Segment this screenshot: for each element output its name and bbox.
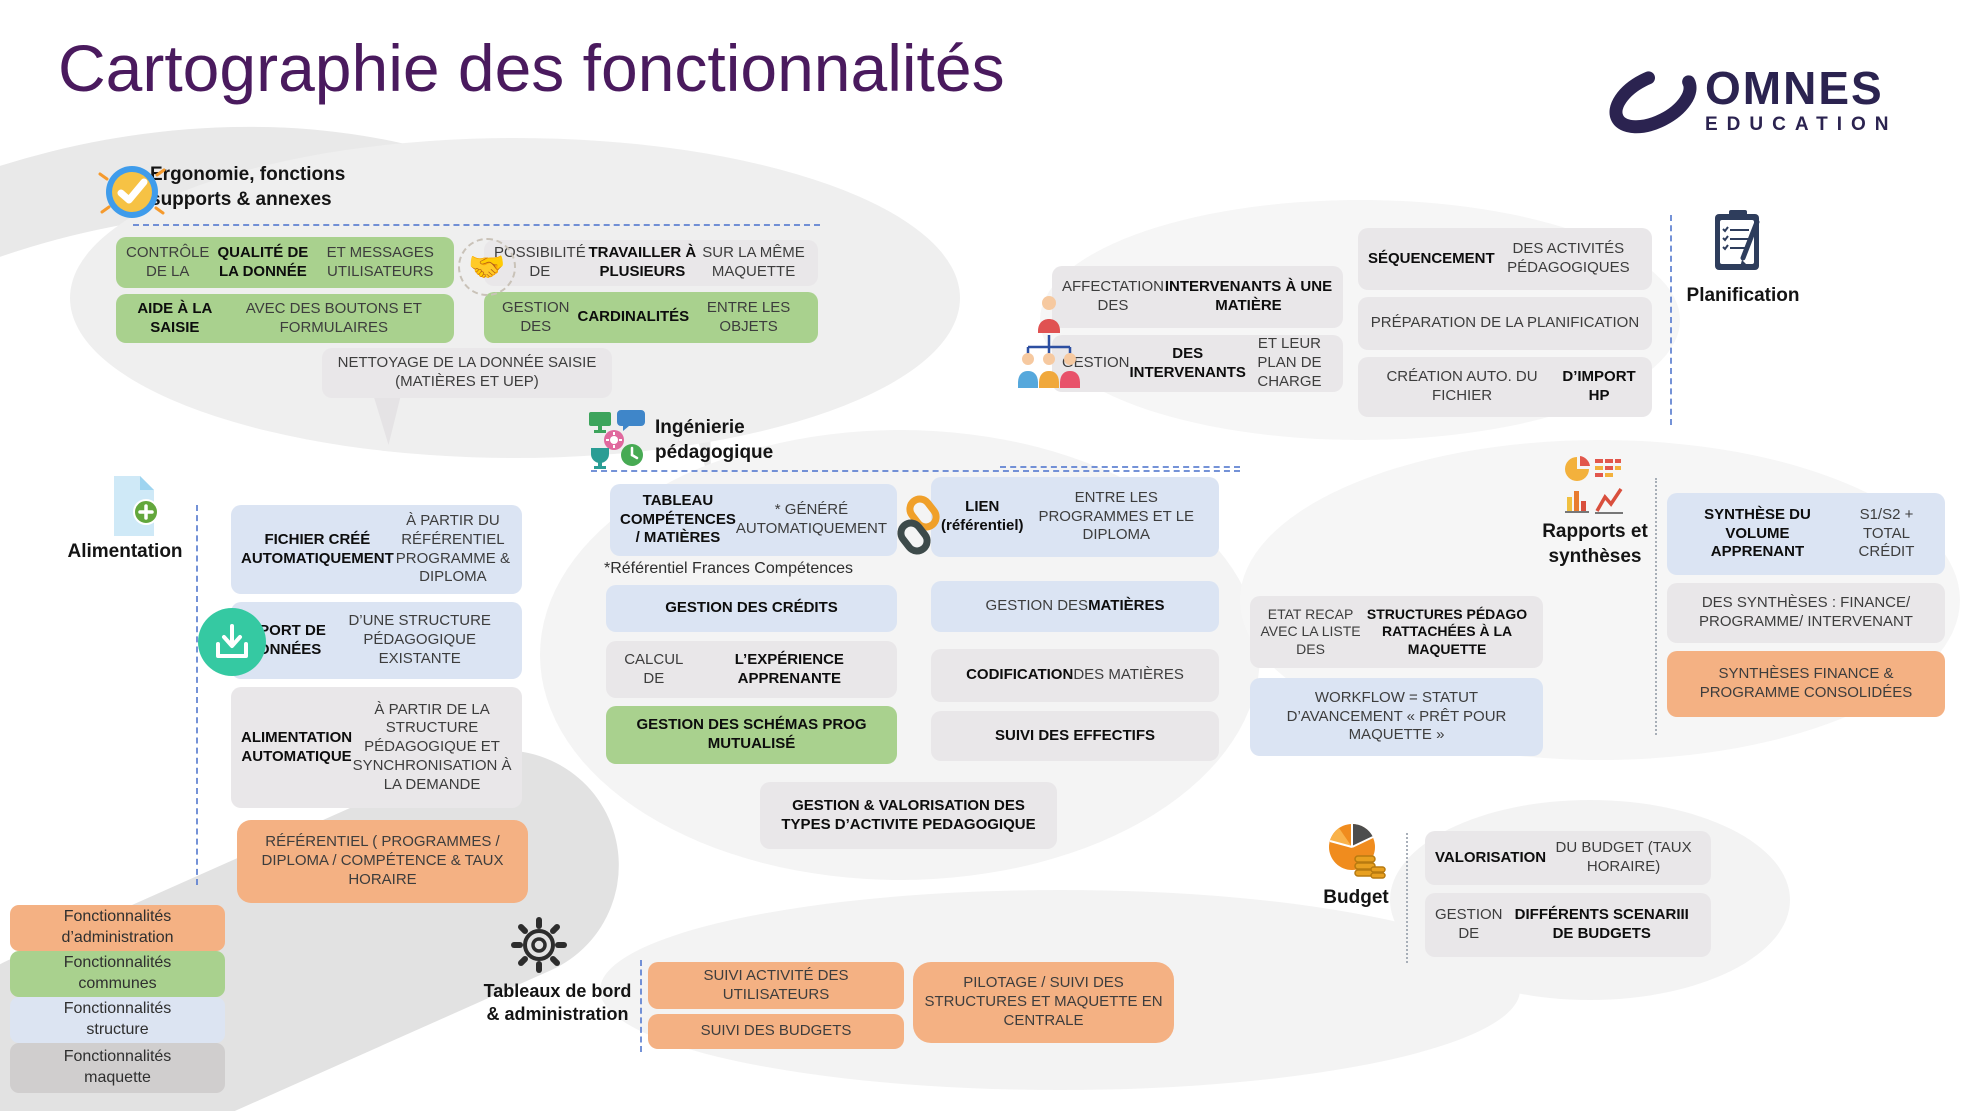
planification-cluster-label: Planification [1686,285,1800,306]
box-affectation-intervenants: AFFECTATION DES INTERVENANTS À UNE MATIÈ… [1052,266,1343,328]
logo-brand: OMNES [1705,62,1884,114]
page-title: Cartographie des fonctionnalités [58,31,1005,105]
box-gestion-matieres: GESTION DES MATIÈRES [931,581,1219,632]
hands-together-icon: 🤝 [458,238,516,296]
box-syntheses-finance: SYNTHÈSES FINANCE & PROGRAMME CONSOLIDÉE… [1667,651,1945,717]
pie-coins-icon [1325,820,1387,887]
ingenierie-separator [591,470,1240,472]
box-des-syntheses: DES SYNTHÈSES : FINANCE/ PROGRAMME/ INTE… [1667,583,1945,643]
box-nettoyage: NETTOYAGE DE LA DONNÉE SAISIE (MATIÈRES … [322,348,612,398]
rapports-separator [1655,478,1657,735]
box-alimentation-auto: ALIMENTATION AUTOMATIQUE À PARTIR DE LA … [231,687,522,808]
omnes-logo: OMNES EDUCATION [1605,50,1898,151]
box-gestion-intervenants: GESTION DES INTERVENANTS ET LEUR PLAN DE… [1052,335,1343,392]
recap-separator [1000,466,1240,468]
alimentation-cluster-label: Alimentation [67,541,183,562]
ergonomie-separator [133,224,820,226]
document-plus-icon [108,474,160,543]
box-gestion-credits: GESTION DES CRÉDITS [606,585,897,632]
box-preparation-planification: PRÉPARATION DE LA PLANIFICATION [1358,297,1652,350]
box-suivi-budgets: SUIVI DES BUDGETS [648,1014,904,1049]
box-workflow-statut: WORKFLOW = STATUT D’AVANCEMENT « PRÊT PO… [1250,678,1543,756]
footnote-referentiel: *Référentiel Frances Compétences [604,560,854,577]
link-icon [896,494,942,563]
omnes-swoosh-icon [1605,50,1701,151]
box-pilotage: PILOTAGE / SUIVI DES STRUCTURES ET MAQUE… [913,962,1174,1043]
box-fichier-cree: FICHIER CRÉÉ AUTOMATIQUEMENT À PARTIR DU… [231,505,522,594]
box-cardinalites: GESTION DES CARDINALITÉS ENTRE LES OBJET… [484,292,818,343]
box-lien-referentiel: LIEN (référentiel) ENTRE LES PROGRAMMES … [931,477,1219,557]
tableaux-separator [640,960,642,1052]
clipboard-icon [1711,208,1766,279]
logo-sub: EDUCATION [1705,114,1898,135]
box-suivi-activite: SUIVI ACTIVITÉ DES UTILISATEURS [648,962,904,1009]
box-tableau-competences: TABLEAU COMPÉTENCES / MATIÈRES* GÉNÉRÉ A… [610,484,897,556]
box-import-donnees: IMPORT DE DONNÉES D’UNE STRUCTURE PÉDAGO… [231,602,522,679]
box-calcul-experience: CALCUL DE L’EXPÉRIENCE APPRENANTE [606,641,897,698]
box-valorisation-budget: VALORISATION DU BUDGET (TAUX HORAIRE) [1425,831,1711,885]
budget-separator [1406,833,1408,963]
box-etat-recap: ETAT RECAP AVEC LA LISTE DES STRUCTURES … [1250,596,1543,668]
badge-check-icon [92,152,172,237]
org-chart-icon [1018,293,1080,393]
box-sequencement: SÉQUENCEMENT DES ACTIVITÉS PÉDAGOGIQUES [1358,228,1652,290]
charts-icon [1563,455,1625,522]
tableaux-cluster-label: Tableaux de bord& administration [483,981,632,1025]
box-valorisation-types: GESTION & VALORISATION DES TYPES D’ACTIV… [760,782,1057,849]
box-aide-saisie: AIDE À LA SAISIE AVEC DES BOUTONS ET FOR… [116,294,454,343]
pedagogy-icon [583,406,649,477]
box-creation-import-hp: CRÉATION AUTO. DU FICHIER D’IMPORT HP [1358,357,1652,417]
planification-separator [1670,215,1672,425]
box-controle-qualite: CONTRÔLE DE LA QUALITÉ DE LA DONNÉE ET M… [116,237,454,288]
box-schemas-prog: GESTION DES SCHÉMAS PROG MUTUALISÉ [606,706,897,764]
box-suivi-effectifs: SUIVI DES EFFECTIFS [931,711,1219,761]
alimentation-separator [196,505,198,885]
box-possibilite-travailler: POSSIBILITÉ DE TRAVAILLER À PLUSIEURS SU… [484,240,818,286]
box-scenarios-budgets: GESTION DE DIFFÉRENTS SCENARIII DE BUDGE… [1425,893,1711,957]
box-codification-matieres: CODIFICATION DES MATIÈRES [931,649,1219,702]
box-referentiel-programmes: RÉFÉRENTIEL ( PROGRAMMES / DIPLOMA / COM… [237,820,528,903]
budget-cluster-label: Budget [1323,887,1389,908]
import-icon [198,608,266,676]
gear-icon [510,916,568,979]
box-synthese-volume: SYNTHÈSE DU VOLUME APPRENANT S1/S2 + TOT… [1667,493,1945,575]
